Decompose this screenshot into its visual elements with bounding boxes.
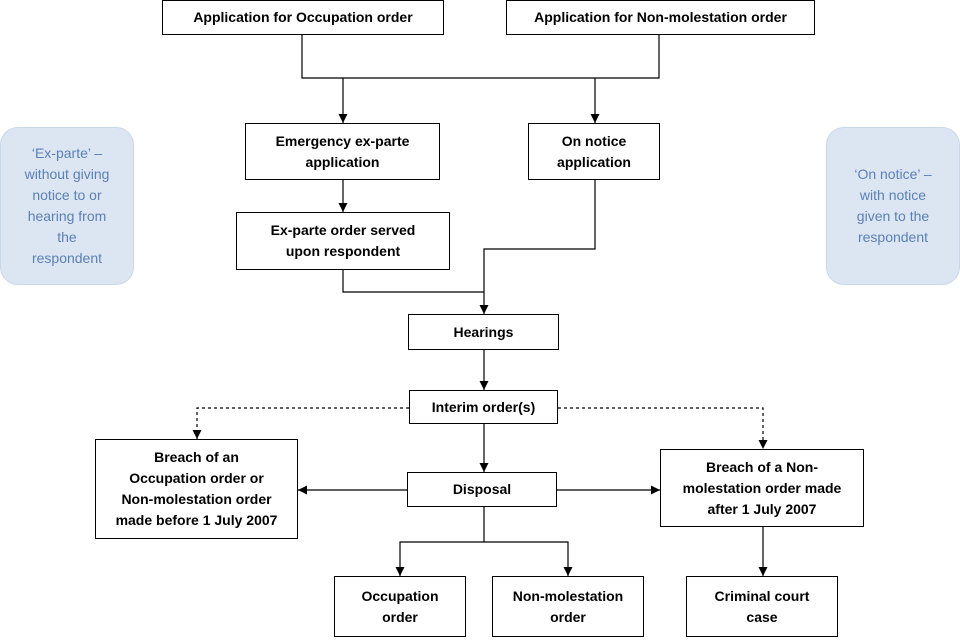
occupation-application-box: Application for Occupation order	[162, 0, 444, 35]
exparte-order-served-box: Ex-parte order served upon respondent	[236, 212, 450, 270]
occupation-order-box: Occupation order	[334, 576, 466, 637]
on-notice-application-box: On notice application	[528, 123, 660, 180]
arrow-on-notice-to-hearings	[479, 180, 596, 314]
nonmol-order-box: Non-molestation order	[492, 576, 644, 637]
criminal-case-box: Criminal court case	[686, 576, 838, 637]
dashed-arrow-to-breach-before	[192, 407, 409, 439]
arrow-to-occupation-order	[395, 541, 484, 576]
disposal-box: Disposal	[407, 472, 557, 507]
dashed-arrow-to-breach-after	[558, 407, 768, 449]
connector-occupation-down	[301, 35, 660, 79]
on-notice-note: ‘On notice’ – with notice given to the r…	[826, 127, 960, 285]
hearings-box: Hearings	[408, 314, 559, 350]
breach-after-box: Breach of a Non- molestation order made …	[660, 449, 864, 527]
connector-exparte-to-hearings	[342, 270, 484, 293]
emergency-application-box: Emergency ex-parte application	[245, 123, 440, 180]
interim-orders-box: Interim order(s)	[409, 390, 558, 424]
exparte-note: ‘Ex-parte’ – without giving notice to or…	[0, 127, 134, 285]
arrow-to-nonmol-order	[484, 541, 573, 576]
breach-before-box: Breach of an Occupation order or Non-mol…	[95, 439, 298, 539]
nonmol-application-box: Application for Non-molestation order	[506, 0, 815, 35]
